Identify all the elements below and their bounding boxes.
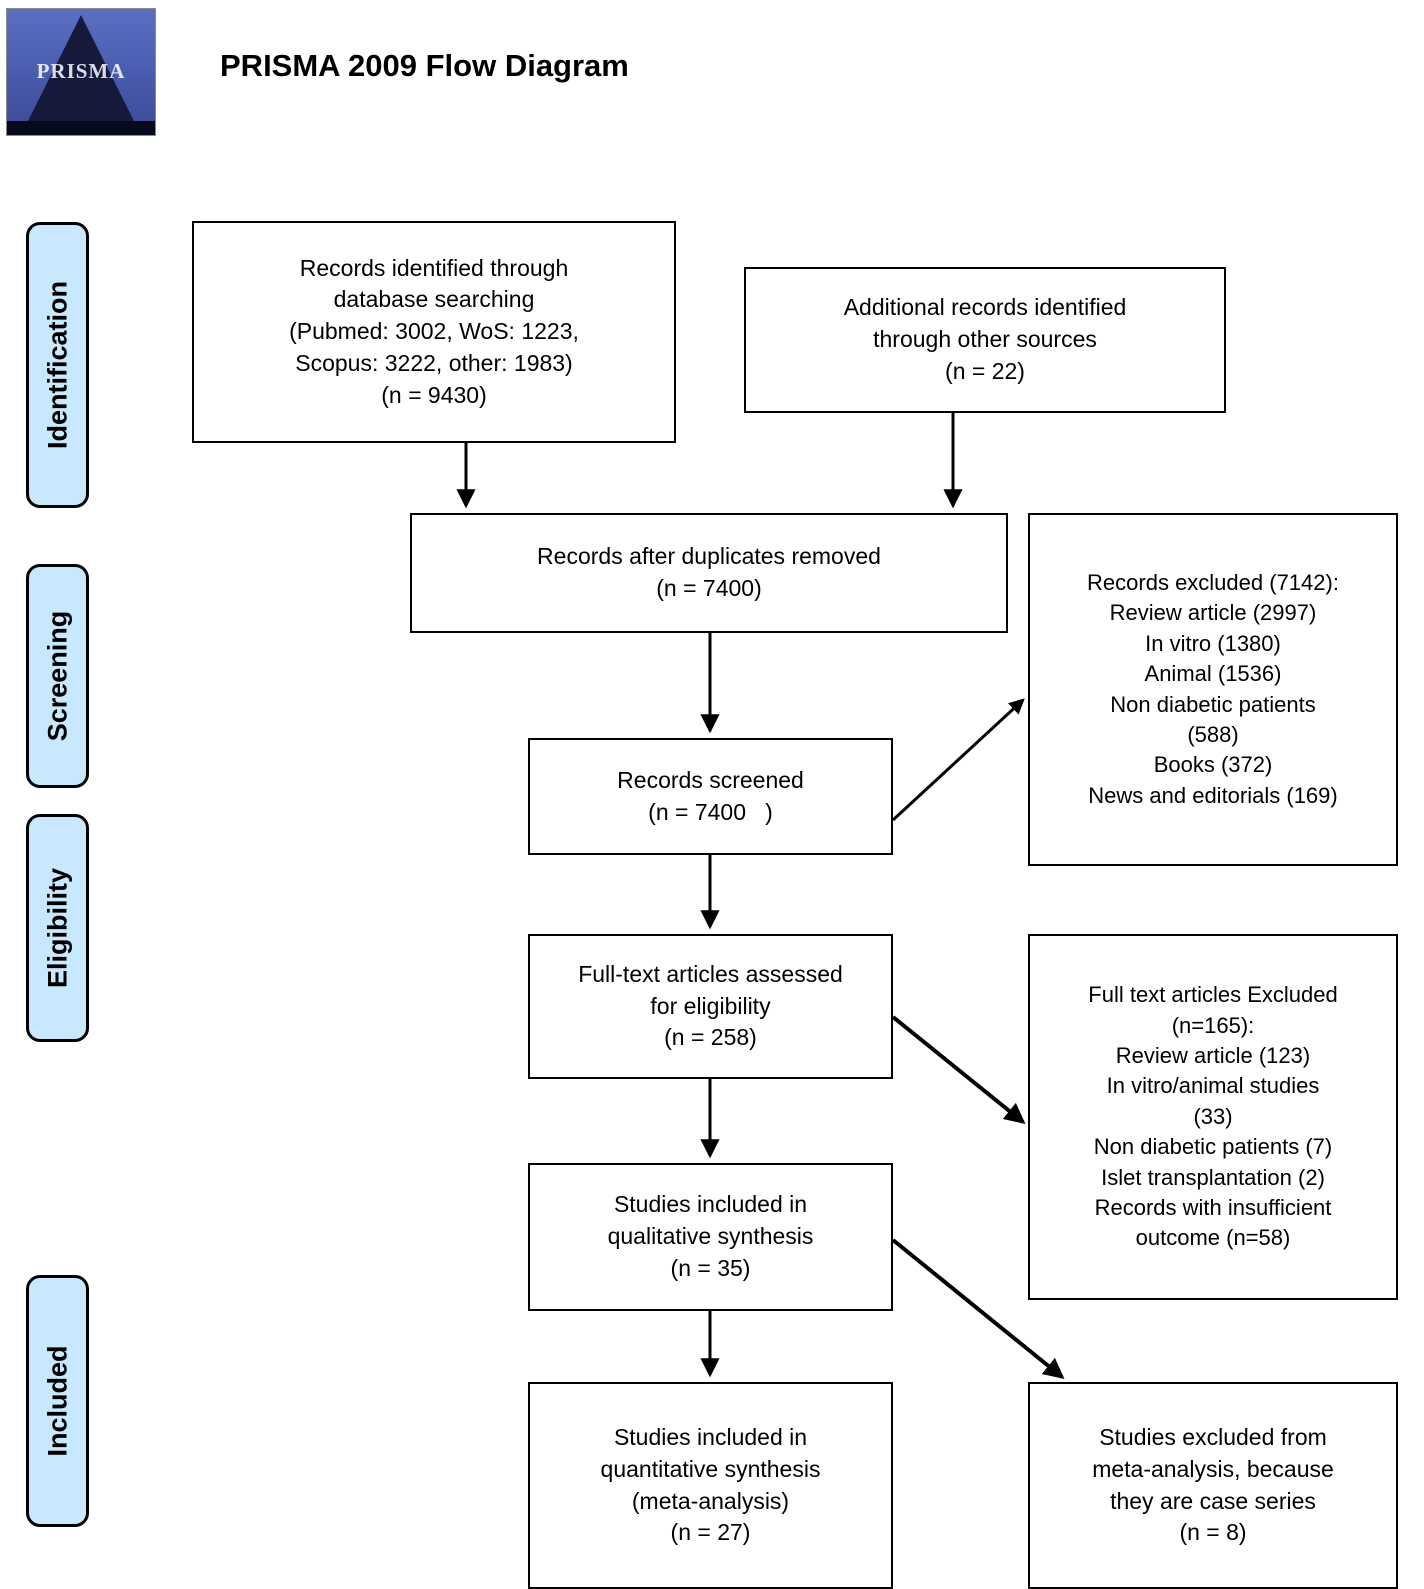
box-text-line: (meta-analysis): [631, 1487, 790, 1514]
box-text-line: they are case series: [1110, 1487, 1316, 1514]
box-records-screened: Records screened (n = 7400 ): [528, 738, 893, 855]
stage-label-included-text: Included: [42, 1345, 72, 1457]
box-studies-included-quantitative: Studies included in quantitative synthesi…: [528, 1382, 893, 1589]
box-text-line: Islet transplantation (2): [1101, 1164, 1325, 1190]
stage-label-eligibility-text: Eligibility: [42, 867, 72, 989]
box-text-line: News and editorials (169): [1088, 782, 1338, 808]
box-text-line: Animal (1536): [1144, 661, 1282, 687]
logo-pyramid-icon: [25, 15, 137, 127]
box-text-line: (n = 9430): [381, 381, 487, 408]
box-text-line: Records excluded (7142):: [1087, 570, 1339, 596]
box-text-line: Studies excluded from: [1099, 1424, 1327, 1451]
box-text-line: (n = 22): [945, 357, 1025, 384]
box-text-line: In vitro/animal studies: [1106, 1073, 1320, 1099]
box-text-line: (n = 35): [670, 1254, 751, 1281]
box-text-line: Non diabetic patients: [1110, 691, 1316, 717]
box-text-line: (n = 7400): [656, 575, 762, 601]
box-records-after-duplicates-removed: Records after duplicates removed (n = 740…: [410, 513, 1008, 633]
box-studies-excluded-meta-analysis: Studies excluded from meta-analysis, beca…: [1028, 1382, 1398, 1589]
box-text-line: Review article (2997): [1109, 600, 1317, 626]
stage-label-included: Included: [26, 1275, 89, 1527]
box-text-line: Additional records identified: [843, 294, 1127, 321]
stage-label-screening: Screening: [26, 564, 89, 788]
stage-label-identification: Identification: [26, 222, 89, 508]
arrow-screened-to-excluded: [891, 698, 1025, 822]
box-text-line: quantitative synthesis: [600, 1455, 821, 1482]
box-text-line: (n = 258): [664, 1024, 757, 1051]
box-text-line: for eligibility: [650, 992, 771, 1019]
box-text-line: Books (372): [1153, 752, 1273, 778]
box-text-line: Records identified through: [299, 254, 569, 281]
box-fulltext-articles-excluded: Full text articles Excluded (n=165): Revie…: [1028, 934, 1398, 1300]
box-text-line: Studies included in: [613, 1424, 808, 1451]
box-records-excluded-screening: Records excluded (7142): Review article (…: [1028, 513, 1398, 866]
stage-label-screening-text: Screening: [42, 610, 72, 742]
box-text-line: (n = 7400 ): [648, 798, 773, 825]
box-text-line: (n=165):: [1171, 1012, 1255, 1038]
box-text-line: through other sources: [873, 326, 1097, 353]
prisma-logo: PRISMA: [6, 8, 156, 136]
box-text-line: qualitative synthesis: [607, 1223, 814, 1250]
box-text-line: In vitro (1380): [1145, 630, 1281, 656]
box-text-line: Non diabetic patients (7): [1093, 1134, 1333, 1160]
logo-text: PRISMA: [36, 59, 126, 83]
box-text-line: Scopus: 3222, other: 1983): [295, 349, 573, 376]
stage-label-eligibility: Eligibility: [26, 814, 89, 1042]
box-additional-records-other-sources: Additional records identified through oth…: [744, 267, 1226, 413]
box-text-line: Records with insufficient: [1094, 1194, 1332, 1220]
box-text-line: Studies included in: [613, 1191, 808, 1218]
box-text-line: Review article (123): [1115, 1043, 1311, 1069]
box-text-line: (n = 27): [670, 1519, 751, 1546]
box-text-line: (Pubmed: 3002, WoS: 1223,: [289, 318, 579, 345]
box-studies-included-qualitative: Studies included in qualitative synthesis…: [528, 1163, 893, 1311]
box-records-identified-database: Records identified through database searc…: [192, 221, 676, 443]
page-title: PRISMA 2009 Flow Diagram: [220, 48, 629, 83]
box-text-line: database searching: [333, 286, 535, 313]
box-text-line: Full-text articles assessed: [578, 960, 843, 987]
box-text-line: (33): [1193, 1103, 1233, 1129]
arrow-fulltext-to-excluded: [891, 1015, 1026, 1125]
stage-label-identification-text: Identification: [42, 281, 72, 449]
box-text-line: meta-analysis, because: [1092, 1455, 1334, 1482]
logo-base: [7, 121, 155, 135]
box-text-line: (588): [1187, 721, 1239, 747]
box-fulltext-articles-assessed: Full-text articles assessed for eligibili…: [528, 934, 893, 1079]
box-text-line: Records after duplicates removed: [537, 543, 881, 570]
box-text-line: outcome (n=58): [1135, 1225, 1291, 1251]
box-text-line: (n = 8): [1179, 1519, 1247, 1546]
box-text-line: Records screened: [617, 766, 804, 793]
box-text-line: Full text articles Excluded: [1088, 982, 1338, 1008]
